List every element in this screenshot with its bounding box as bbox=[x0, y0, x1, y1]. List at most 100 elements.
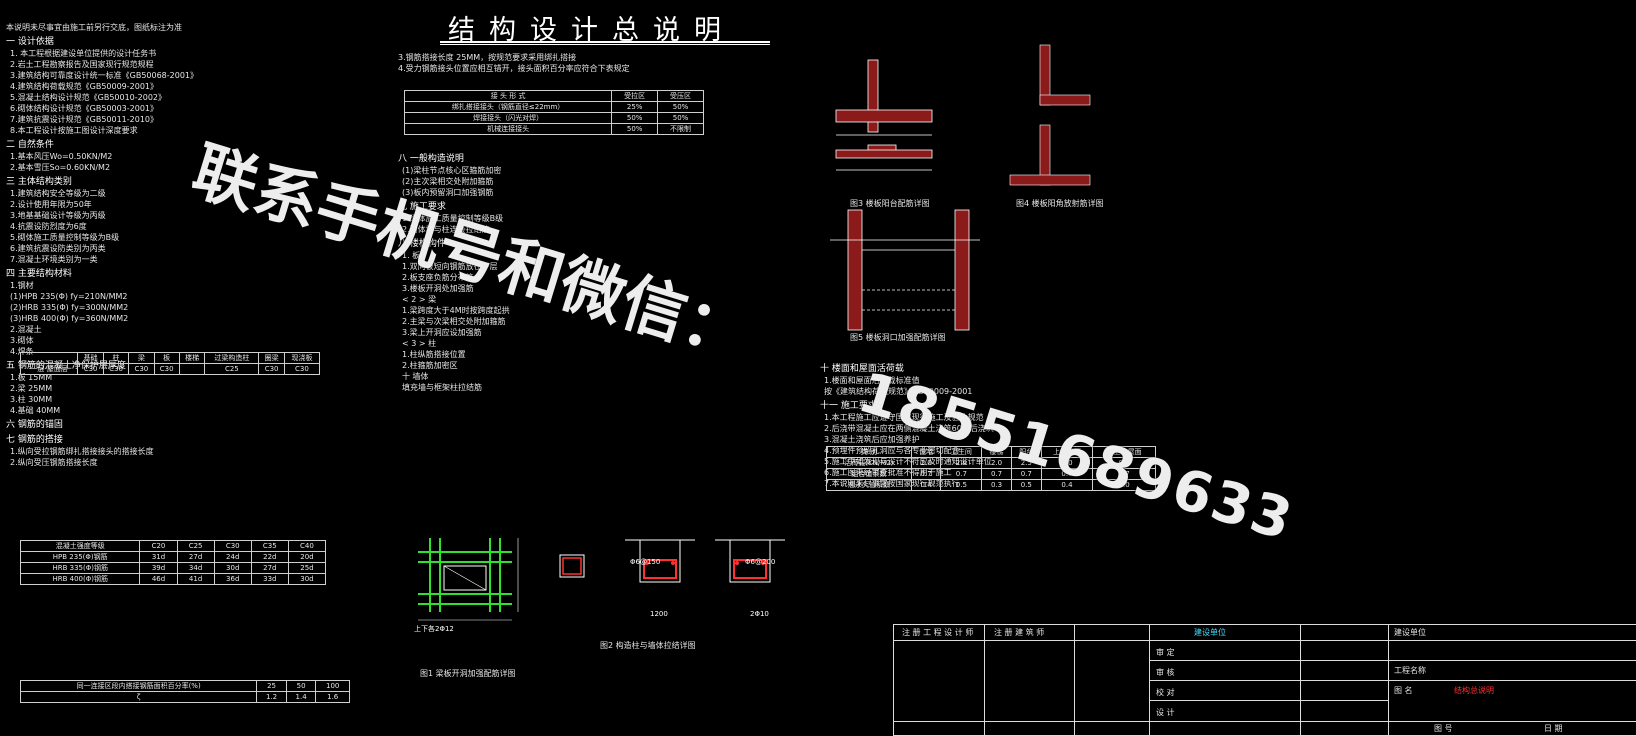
section-line: 4.焊条 bbox=[10, 347, 34, 356]
col3-caption-1: 图3 楼板阳台配筋详图 bbox=[850, 199, 930, 208]
section-line: (2)HRB 335(Φ) fy=300N/MM2 bbox=[10, 303, 129, 312]
tb-value-1: 工程名称 bbox=[1394, 666, 1426, 675]
table-cell: 27d bbox=[176, 551, 215, 563]
table-cell: 50% bbox=[611, 123, 659, 135]
section-line: 4.抗震设防烈度为6度 bbox=[10, 222, 87, 231]
table-cell: 过梁构造柱 bbox=[204, 352, 260, 364]
corner-detail-drawings bbox=[1009, 44, 1091, 186]
table-cell: 机械连接接头 bbox=[403, 123, 613, 135]
section-line: 4.基础 40MM bbox=[10, 406, 61, 415]
table-cell: 组合值系数 bbox=[826, 468, 912, 480]
table-cell: 圈梁 bbox=[258, 352, 285, 364]
section-line: 1.梁跨度大于4M时按跨度起拱 bbox=[402, 306, 510, 315]
col3-caption-2: 图4 楼板阳角放射筋详图 bbox=[1016, 199, 1104, 208]
section-line: 3.楼板开洞处加强筋 bbox=[402, 284, 474, 293]
tb-drawing-name: 结构总说明 bbox=[1454, 686, 1494, 695]
section-line: 5.砌体施工质量控制等级为B级 bbox=[10, 233, 120, 242]
section-line: 2.后浇带混凝土应在两侧混凝土浇筑60天后浇筑 bbox=[824, 424, 994, 433]
table-cell: C30 bbox=[128, 363, 155, 375]
section-heading: 十一 施工要求 bbox=[820, 401, 877, 411]
section-line: 3.混凝土浇筑后应加强养护 bbox=[824, 435, 920, 444]
tb-label-2: 审 定 bbox=[1156, 648, 1175, 657]
detail-label-5: 2Φ10 bbox=[750, 610, 769, 618]
table-cell: 0.7 bbox=[940, 468, 983, 480]
table-cell: 50% bbox=[611, 112, 659, 124]
section-line: < 3 > 柱 bbox=[402, 339, 437, 348]
table-cell: C30 bbox=[213, 540, 252, 552]
table-cell: C25 bbox=[204, 363, 260, 375]
table-cell: 接 头 形 式 bbox=[403, 90, 613, 102]
table-cell: ζ bbox=[19, 691, 258, 703]
detail-caption-2: 图2 构造柱与墙体拉结详图 bbox=[600, 641, 696, 650]
section-line: 1.建筑结构安全等级为二级 bbox=[10, 189, 106, 198]
table-cell: C35 bbox=[250, 540, 289, 552]
table-row: 焊接接头（闪光对焊）50%50% bbox=[403, 112, 704, 124]
section-heading: 六 钢筋的锚固 bbox=[6, 420, 63, 430]
section-line: < 2 > 梁 bbox=[402, 295, 437, 304]
tb-project: 建设单位 bbox=[1194, 628, 1226, 637]
table-cell: 梁 bbox=[128, 352, 155, 364]
beam-sections-detail bbox=[559, 539, 785, 583]
section-line: 1.基本风压Wo=0.50KN/M2 bbox=[10, 152, 113, 161]
section-line: 3.砌体 bbox=[10, 336, 34, 345]
table-cell: 焊接接头（闪光对焊） bbox=[403, 112, 613, 124]
table-cell: C25 bbox=[176, 540, 215, 552]
detail-label-1: 上下各2Φ12 bbox=[414, 625, 454, 633]
section-line: 1.纵向受拉钢筋绑扎搭接接头的搭接长度 bbox=[10, 447, 154, 456]
section-line: 2.纵向受压钢筋搭接长度 bbox=[10, 458, 98, 467]
table-header-row: 基础柱梁板楼梯过梁构造柱圈梁现浇板 bbox=[19, 352, 321, 364]
section-heading: 九 施工要求 bbox=[398, 202, 446, 212]
table-cell: HRB 400(Φ)钢筋 bbox=[19, 573, 141, 585]
section-heading: 二 自然条件 bbox=[6, 140, 54, 150]
table-cell: 100 bbox=[315, 680, 350, 692]
section-line: 2.岩土工程勘察报告及国家现行规范规程 bbox=[10, 60, 154, 69]
table-cell: 30d bbox=[287, 573, 327, 585]
section-line: 1. 本工程根据建设单位提供的设计任务书 bbox=[10, 49, 157, 58]
table-cell: 39d bbox=[139, 562, 178, 574]
tb-value-3: 图 名 bbox=[1394, 686, 1413, 695]
table-cell: HPB 235(Φ)钢筋 bbox=[19, 551, 141, 563]
section-line: (1)梁柱节点核心区箍筋加密 bbox=[402, 166, 502, 175]
table-cell: 27d bbox=[250, 562, 289, 574]
section-heading: 十 楼面和屋面活荷载 bbox=[820, 364, 904, 374]
section-line: 1.钢材 bbox=[10, 281, 34, 290]
table-cell: 0.5 bbox=[1092, 457, 1156, 469]
table-row: 绑扎搭接接头（钢筋直径≤22mm）25%50% bbox=[403, 101, 704, 113]
section-line: 按《建筑结构荷载规范》GB50009-2001 bbox=[824, 387, 973, 396]
section-line: 1.本工程施工应遵守国家现行施工及验收规范 bbox=[824, 413, 984, 422]
tb-label-4: 校 对 bbox=[1156, 688, 1175, 697]
col3-caption-3: 图5 楼板洞口加强配筋详图 bbox=[850, 333, 946, 342]
section-line: 3.柱 30MM bbox=[10, 395, 53, 404]
table-cell: C40 bbox=[287, 540, 327, 552]
section-line: 1. 板 bbox=[402, 251, 421, 260]
title-block: 注 册 工 程 设 计 师 注 册 建 筑 师 建设单位 建设单位 工程名称 图… bbox=[893, 624, 1636, 736]
tb-label-8: 日 期 bbox=[1544, 724, 1563, 733]
table-cell: 1.6 bbox=[315, 691, 350, 703]
table-cell bbox=[19, 352, 79, 364]
table-cell: 基础 bbox=[77, 352, 104, 364]
section-heading: 一 设计依据 bbox=[6, 37, 54, 47]
table-header-row: 接 头 形 式受拉区受压区 bbox=[403, 90, 704, 102]
table-cell: 22d bbox=[250, 551, 289, 563]
section-line: 3.梁上开洞应设加强筋 bbox=[402, 328, 482, 337]
table-cell: 33d bbox=[250, 573, 289, 585]
tb-label-3: 审 核 bbox=[1156, 668, 1175, 677]
section-line: 7.建筑抗震设计规范《GB50011-2010》 bbox=[10, 115, 159, 124]
table-cell: 1.2 bbox=[256, 691, 287, 703]
section-line: 7.混凝土环境类别为一类 bbox=[10, 255, 98, 264]
table-cell: C30 bbox=[77, 363, 104, 375]
detail-label-2: Φ6@150 bbox=[630, 558, 661, 566]
table-cell: 36d bbox=[213, 573, 252, 585]
table-cell: 25% bbox=[611, 101, 659, 113]
table-cell: 0.0 bbox=[1092, 479, 1156, 491]
